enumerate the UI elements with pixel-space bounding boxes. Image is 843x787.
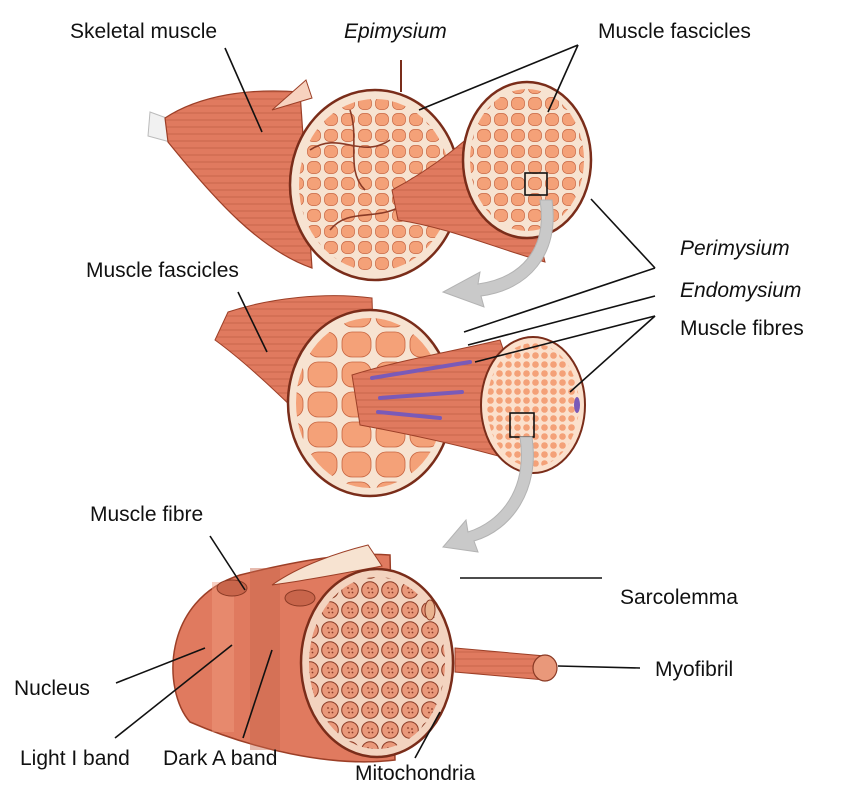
label-nucleus: Nucleus: [14, 677, 90, 700]
fibre-bundle-nucleus: [574, 397, 580, 413]
skeletal-muscle-illustration: [148, 60, 591, 280]
label-skeletal-muscle: Skeletal muscle: [70, 20, 217, 43]
label-mitochondria: Mitochondria: [355, 762, 476, 785]
label-muscle-fibre: Muscle fibre: [90, 503, 203, 526]
label-myofibril: Myofibril: [655, 658, 733, 681]
label-endomysium: Endomysium: [680, 279, 801, 302]
label-muscle-fascicles-top: Muscle fascicles: [598, 20, 751, 43]
label-sarcolemma: Sarcolemma: [620, 586, 738, 609]
myofibril-end: [533, 655, 557, 681]
label-muscle-fibres: Muscle fibres: [680, 317, 804, 340]
fibre-nucleus-2: [285, 590, 315, 606]
label-perimysium: Perimysium: [680, 237, 790, 260]
leader-perimysium-1: [591, 199, 655, 268]
fascicle-fibres-section: [470, 89, 584, 231]
fibre-nucleus-1: [217, 580, 247, 596]
myofibril-rod: [455, 648, 545, 680]
label-light-i-band: Light I band: [20, 747, 130, 770]
label-dark-a-band: Dark A band: [163, 747, 277, 770]
label-epimysium: Epimysium: [344, 20, 447, 43]
light-i-band-shading: [212, 582, 234, 732]
dark-a-band-shading: [250, 568, 280, 750]
leader-myofibril: [558, 666, 640, 668]
label-muscle-fascicles-mid: Muscle fascicles: [86, 259, 239, 282]
leader-perimysium-2: [464, 268, 655, 332]
myofibrils-section: [309, 577, 445, 749]
mitochondrion: [425, 600, 435, 620]
